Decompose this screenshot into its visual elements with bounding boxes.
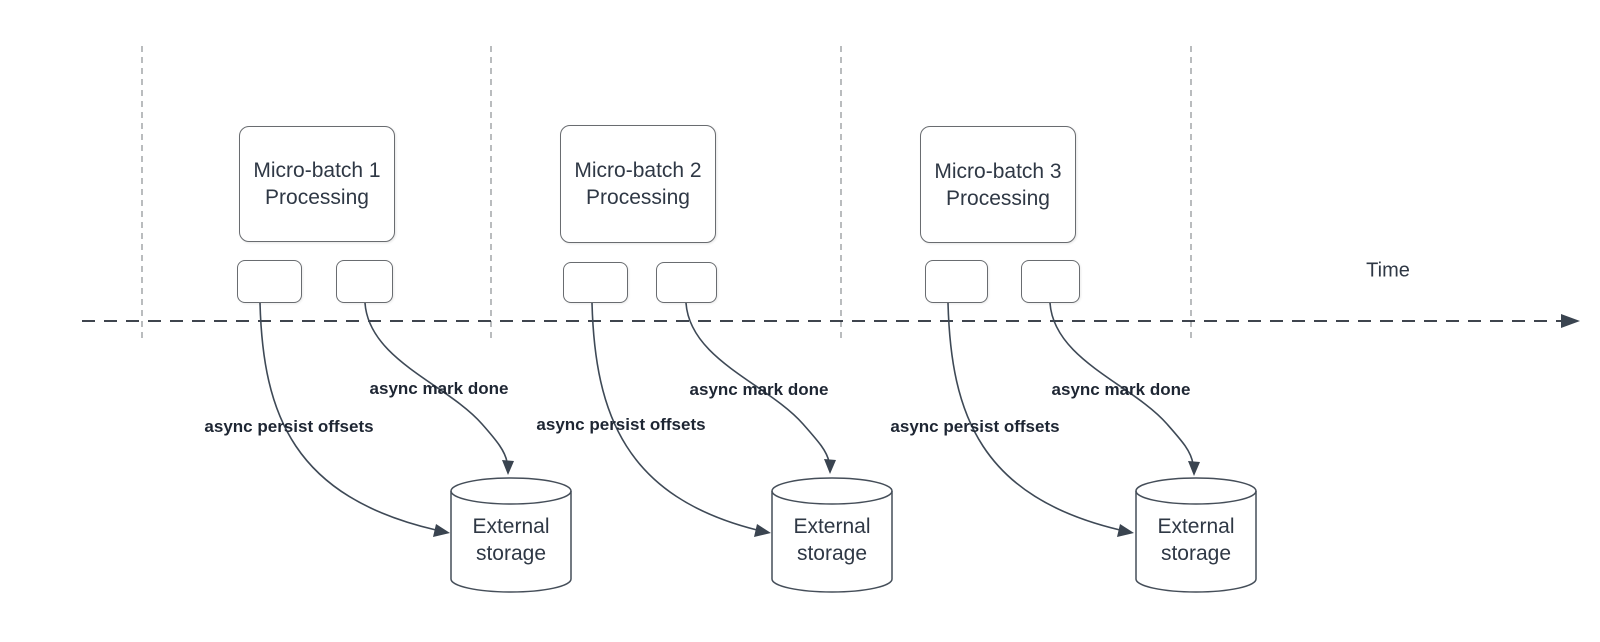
time-axis-arrowhead-icon xyxy=(1561,314,1580,328)
storage-title: External xyxy=(1157,515,1235,538)
external-storage-label-3: External storage xyxy=(1136,500,1256,580)
persist-arrowhead-icon-3 xyxy=(1117,524,1134,537)
external-storage-cylinder-2 xyxy=(771,477,893,593)
offset-task-node-3 xyxy=(925,260,988,303)
cylinder-top-edge-3 xyxy=(1135,490,1257,505)
mark-done-label-1: async mark done xyxy=(369,379,509,398)
node-title: Micro-batch 3 xyxy=(934,159,1062,183)
node-title: Micro-batch 1 xyxy=(253,159,381,182)
done-arrowhead-icon-1 xyxy=(502,460,514,475)
commit-task-node-3 xyxy=(1021,260,1080,303)
node-subtitle: Processing xyxy=(265,186,369,209)
storage-subtitle: storage xyxy=(796,542,868,565)
mark-done-arrow-2 xyxy=(685,302,830,463)
external-storage-cylinder-1 xyxy=(450,477,572,593)
micro-batch-3-processing-node: Micro-batch 3 Processing xyxy=(920,126,1076,243)
done-arrowhead-icon-3 xyxy=(1188,461,1200,476)
storage-subtitle: storage xyxy=(475,542,547,565)
node-subtitle: Processing xyxy=(586,186,690,209)
cylinder-top-edge-1 xyxy=(450,490,572,505)
node-title: Micro-batch 2 xyxy=(574,159,702,182)
external-storage-cylinder-3 xyxy=(1135,477,1257,593)
cylinder-top-edge-2 xyxy=(771,490,893,505)
persist-offsets-label-3: async persist offsets xyxy=(890,417,1060,436)
persist-arrowhead-icon-2 xyxy=(754,524,771,537)
micro-batch-1-processing-node: Micro-batch 1 Processing xyxy=(239,126,395,242)
persist-offsets-arrow-1 xyxy=(259,302,437,531)
storage-title: External xyxy=(793,515,871,538)
persist-offsets-arrow-2 xyxy=(591,302,758,531)
storage-subtitle: storage xyxy=(1160,542,1232,565)
mark-done-arrow-1 xyxy=(364,302,508,463)
commit-task-node-2 xyxy=(656,262,717,303)
mark-done-label-2: async mark done xyxy=(689,380,829,399)
mark-done-label-3: async mark done xyxy=(1051,380,1191,399)
node-subtitle: Processing xyxy=(946,186,1050,210)
persist-offsets-label-2: async persist offsets xyxy=(536,415,706,434)
done-arrowhead-icon-2 xyxy=(824,459,836,474)
external-storage-label-2: External storage xyxy=(772,500,892,580)
commit-task-node-1 xyxy=(336,260,393,303)
time-axis-label: Time xyxy=(1366,259,1410,282)
external-storage-label-1: External storage xyxy=(451,500,571,580)
persist-arrowhead-icon-1 xyxy=(433,524,450,537)
mark-done-arrow-3 xyxy=(1049,302,1194,465)
offset-task-node-2 xyxy=(563,262,628,303)
micro-batch-2-processing-node: Micro-batch 2 Processing xyxy=(560,125,716,243)
persist-offsets-label-1: async persist offsets xyxy=(204,417,374,436)
offset-task-node-1 xyxy=(237,260,302,303)
persist-offsets-arrow-3 xyxy=(947,302,1121,531)
storage-title: External xyxy=(472,515,550,538)
